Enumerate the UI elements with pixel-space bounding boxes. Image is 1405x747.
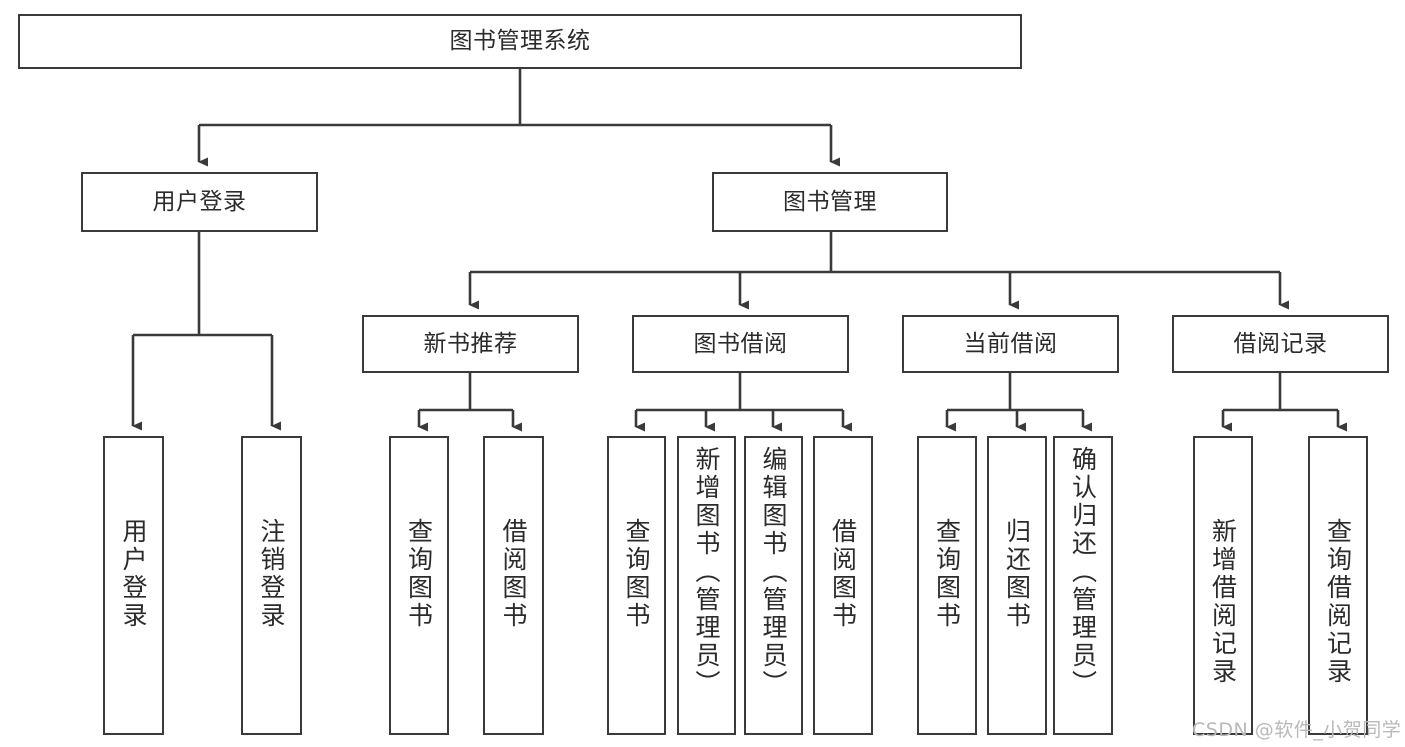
node-leaf-label: 查询图书 bbox=[622, 518, 651, 630]
node-book-borrow-label: 图书借阅 bbox=[693, 330, 788, 357]
node-leaf-add-book-admin[interactable]: 新增图书（管理员） bbox=[677, 436, 736, 735]
node-root-label: 图书管理系统 bbox=[449, 28, 591, 55]
node-leaf-label: 查询图书 bbox=[404, 518, 434, 630]
node-leaf-query-book-c[interactable]: 查询图书 bbox=[917, 436, 977, 735]
node-leaf-label: 借阅图书 bbox=[499, 518, 528, 630]
node-leaf-label: 编辑图书（管理员） bbox=[759, 446, 788, 698]
node-borrow-records[interactable]: 借阅记录 bbox=[1172, 315, 1389, 373]
node-current-borrow-label: 当前借阅 bbox=[963, 330, 1058, 357]
node-leaf-edit-book-admin[interactable]: 编辑图书（管理员） bbox=[744, 436, 803, 735]
node-leaf-borrow-book-a[interactable]: 借阅图书 bbox=[483, 436, 544, 735]
node-leaf-query-book-b[interactable]: 查询图书 bbox=[607, 436, 666, 735]
node-leaf-label: 确认归还（管理员） bbox=[1068, 446, 1098, 698]
node-leaf-label: 注销登录 bbox=[257, 518, 286, 630]
node-borrow-records-label: 借阅记录 bbox=[1233, 330, 1328, 357]
node-leaf-label: 用户登录 bbox=[119, 518, 148, 630]
node-new-book-recommend-label: 新书推荐 bbox=[423, 330, 518, 357]
node-book-management-label: 图书管理 bbox=[783, 188, 877, 215]
node-leaf-borrow-book-b[interactable]: 借阅图书 bbox=[813, 436, 873, 735]
node-user-login-label: 用户登录 bbox=[152, 188, 247, 215]
node-root[interactable]: 图书管理系统 bbox=[18, 14, 1022, 69]
node-current-borrow[interactable]: 当前借阅 bbox=[902, 315, 1119, 373]
node-user-login[interactable]: 用户登录 bbox=[81, 172, 318, 232]
node-leaf-add-borrow-record[interactable]: 新增借阅记录 bbox=[1193, 436, 1253, 735]
node-leaf-confirm-return-admin[interactable]: 确认归还（管理员） bbox=[1053, 436, 1113, 735]
node-leaf-query-book-a[interactable]: 查询图书 bbox=[389, 436, 449, 735]
node-leaf-return-book[interactable]: 归还图书 bbox=[987, 436, 1047, 735]
node-leaf-label: 借阅图书 bbox=[828, 518, 858, 630]
node-leaf-query-borrow-record[interactable]: 查询借阅记录 bbox=[1308, 436, 1368, 735]
node-book-management[interactable]: 图书管理 bbox=[712, 172, 948, 232]
node-new-book-recommend[interactable]: 新书推荐 bbox=[362, 315, 579, 373]
node-leaf-label: 归还图书 bbox=[1002, 518, 1032, 630]
node-leaf-label: 新增借阅记录 bbox=[1208, 518, 1238, 686]
node-leaf-logout[interactable]: 注销登录 bbox=[241, 436, 302, 735]
watermark: CSDN @软件_小贺同学 bbox=[1192, 719, 1402, 741]
node-leaf-label: 查询借阅记录 bbox=[1323, 518, 1353, 686]
node-leaf-user-login[interactable]: 用户登录 bbox=[103, 436, 164, 735]
node-leaf-label: 新增图书（管理员） bbox=[692, 446, 721, 698]
node-book-borrow[interactable]: 图书借阅 bbox=[632, 315, 849, 373]
node-leaf-label: 查询图书 bbox=[932, 518, 962, 630]
